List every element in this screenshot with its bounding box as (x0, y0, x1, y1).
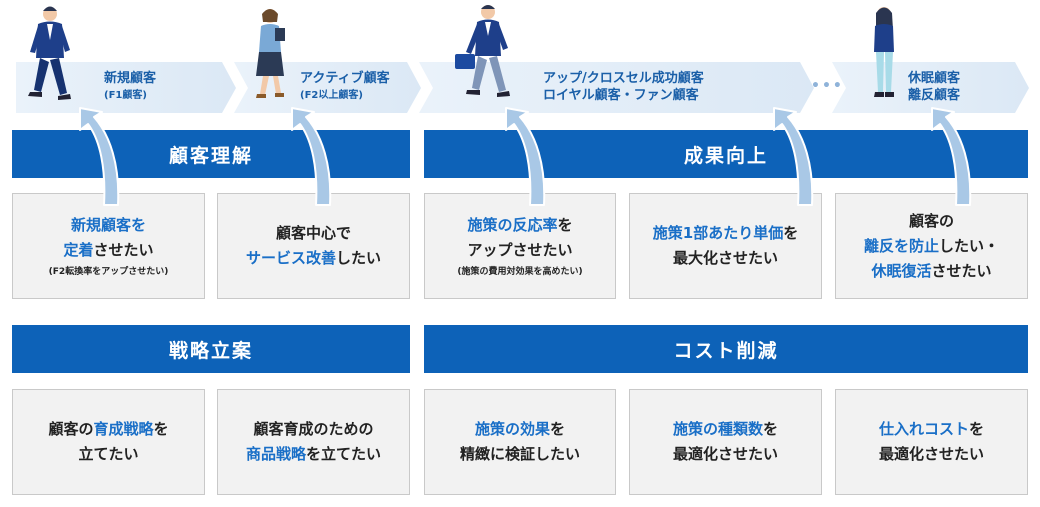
card-text: 施策の効果 (474, 420, 550, 438)
stage-new-sub: (F1顧客) (104, 90, 147, 101)
card-unit-price: 施策1部あたり単価を 最大化させたい (629, 193, 822, 299)
card-development-strategy: 顧客の育成戦略を 立てたい (12, 389, 205, 495)
card-text: 育成戦略 (93, 420, 154, 438)
stage-dormant-customer: 休眠顧客 離反顧客 (908, 70, 960, 104)
card-effect-verification: 施策の効果を 精緻に検証したい (424, 389, 616, 495)
card-text: 新規顧客を (70, 216, 146, 234)
card-text: 定着 (63, 241, 94, 259)
person-loyal-customer-icon (455, 5, 510, 97)
card-text: 精緻に検証したい (459, 445, 580, 463)
card-text: 顧客の (908, 211, 954, 230)
stage-ellipsis: ••• (811, 78, 844, 94)
card-measure-types: 施策の種類数を 最適化させたい (629, 389, 822, 495)
header-strategy-planning: 戦略立案 (12, 325, 410, 373)
card-text: 最大化させたい (672, 249, 778, 267)
stage-new-main: 新規顧客 (104, 71, 157, 86)
header-customer-understanding: 顧客理解 (12, 130, 410, 178)
stage-dormant-sub: 離反顧客 (908, 88, 961, 103)
card-text: したい (336, 249, 382, 267)
card-new-customer-retention: 新規顧客を 定着させたい (F2転換率をアップさせたい) (12, 193, 205, 299)
card-text: サービス改善 (245, 249, 336, 267)
card-text: を (550, 420, 566, 438)
card-text: 顧客育成のための (253, 420, 374, 438)
card-churn-prevention: 顧客の 離反を防止したい・ 休眠復活させたい (835, 193, 1028, 299)
card-text: 離反を防止 (863, 236, 939, 255)
card-text: を (763, 420, 779, 438)
card-text: を (557, 216, 573, 234)
person-dormant-customer-icon (874, 7, 894, 97)
card-purchasing-cost: 仕入れコストを 最適化させたい (835, 389, 1028, 495)
card-text: 仕入れコスト (878, 420, 969, 438)
card-response-rate: 施策の反応率を アップさせたい (施策の費用対効果を高めたい) (424, 193, 616, 299)
stage-dormant-main: 休眠顧客 (908, 71, 961, 86)
header-results-improvement: 成果向上 (424, 130, 1028, 178)
stage-active-sub: (F2以上顧客) (300, 90, 363, 101)
stage-chevron-loyal (419, 62, 814, 113)
card-note: (F2転換率をアップさせたい) (48, 267, 169, 277)
stage-band (16, 5, 1029, 113)
card-text: を (153, 420, 169, 438)
card-product-strategy: 顧客育成のための 商品戦略を立てたい (217, 389, 410, 495)
card-text: させたい (931, 261, 992, 280)
stage-loyal-main: アップ/クロスセル成功顧客 (543, 71, 704, 86)
card-text: 最適化させたい (878, 445, 984, 463)
card-text: 商品戦略 (245, 445, 306, 463)
stage-loyal-sub: ロイヤル顧客・ファン顧客 (543, 88, 699, 103)
card-text: 最適化させたい (672, 445, 778, 463)
card-note: (施策の費用対効果を高めたい) (457, 267, 583, 277)
card-text: を立てたい (306, 445, 382, 463)
person-active-customer-icon (256, 9, 285, 98)
stage-new-customer: 新規顧客 (F1顧客) (104, 70, 156, 104)
card-text: したい・ (939, 236, 1000, 255)
stage-active-main: アクティブ顧客 (300, 71, 390, 86)
stage-chevron-new (16, 62, 236, 113)
card-text: アップさせたい (467, 241, 573, 259)
card-text: を (969, 420, 985, 438)
card-text: を (783, 224, 799, 242)
card-service-improvement: 顧客中心で サービス改善したい (217, 193, 410, 299)
card-text: 施策の反応率 (467, 216, 558, 234)
card-text: 顧客中心で (275, 224, 351, 242)
header-cost-reduction: コスト削減 (424, 325, 1028, 373)
card-text: させたい (93, 241, 154, 259)
stage-loyal-customer: アップ/クロスセル成功顧客 ロイヤル顧客・ファン顧客 (543, 70, 704, 104)
card-text: 施策の種類数 (672, 420, 763, 438)
person-new-customer-icon (28, 6, 71, 100)
card-text: 顧客の (48, 420, 94, 438)
stage-active-customer: アクティブ顧客 (F2以上顧客) (300, 70, 390, 104)
card-text: 立てたい (78, 445, 139, 463)
card-text: 施策1部あたり単価 (652, 224, 784, 242)
card-text: 休眠復活 (871, 261, 932, 280)
